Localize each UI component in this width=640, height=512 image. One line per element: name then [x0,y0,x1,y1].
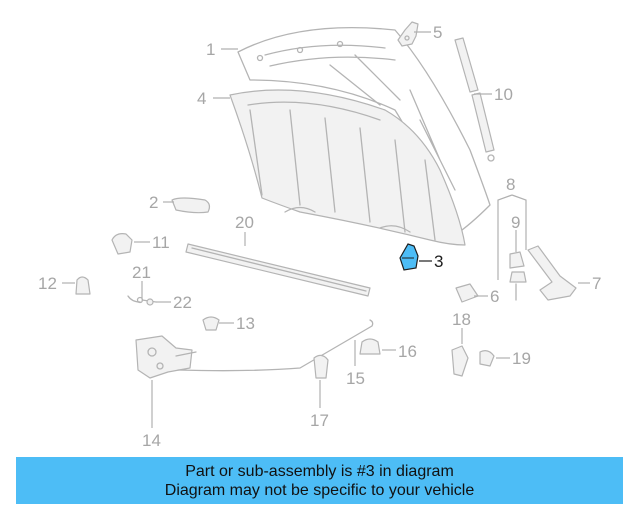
callout-16: 16 [398,342,417,361]
callout-6: 6 [490,287,499,306]
part-21-22-clip [127,295,157,306]
part-1-hood-outer [237,26,491,236]
callout-7: 7 [592,274,601,293]
callout-11: 11 [152,233,170,252]
callout-18: 18 [452,310,471,329]
callout-15: 15 [346,369,365,388]
part-18-bracket [451,345,469,377]
part-6-striker [455,283,479,303]
part-4-hood-inner [229,89,466,246]
part-15-release-rod [177,319,374,372]
callout-10: 10 [494,85,513,104]
callout-numbers: 1 2 3 4 5 6 7 8 9 10 11 12 13 14 15 16 1… [38,23,601,450]
callout-19: 19 [512,349,531,368]
part-13-grommet [202,316,220,331]
part-19-bolt [479,350,495,367]
part-16-stop-nut [359,338,381,355]
callout-14: 14 [142,431,161,450]
callout-9: 9 [511,213,520,232]
callout-13: 13 [236,314,255,333]
banner-line-2: Diagram may not be specific to your vehi… [164,481,475,499]
part-20-seal-strip [185,243,371,297]
part-3-highlighted [399,243,419,271]
callout-4: 4 [197,89,206,108]
parts-diagram: 1 2 3 4 5 6 7 8 9 10 11 12 13 14 15 16 1… [38,21,601,450]
part-info-banner: Part or sub-assembly is #3 in diagram Di… [16,457,623,504]
banner-line-1: Part or sub-assembly is #3 in diagram [185,462,454,480]
callout-5: 5 [433,23,442,42]
callout-12: 12 [38,274,57,293]
leader-lines [62,31,590,428]
part-2-handle [171,197,211,214]
part-12-stop [75,276,91,295]
part-17-rod-clip [313,354,329,379]
part-14-latch [135,335,197,379]
callout-2: 2 [149,193,158,212]
callout-21: 21 [132,263,151,282]
part-11-bumper [111,233,133,255]
callout-22: 22 [173,293,192,312]
callout-20: 20 [235,213,254,232]
callout-3: 3 [434,252,443,271]
part-10-support-strut [454,37,495,162]
callout-17: 17 [310,411,329,430]
part-8-9-bolt [509,251,527,301]
callout-8: 8 [506,175,515,194]
callout-1: 1 [206,40,215,59]
part-7-hinge [527,245,577,301]
part-5-hinge-bracket [397,21,419,47]
